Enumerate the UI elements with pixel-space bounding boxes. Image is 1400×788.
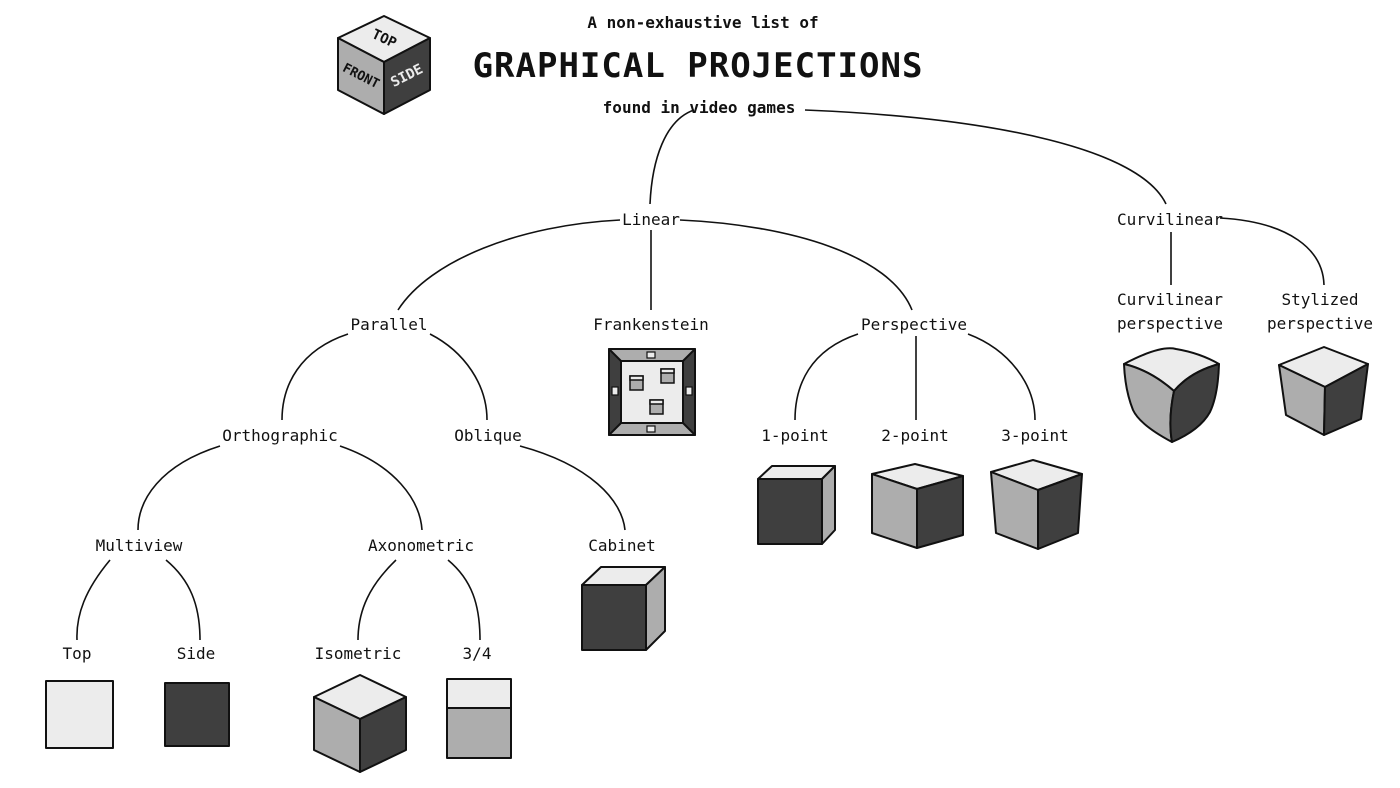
node-axonometric: Axonometric: [368, 536, 474, 555]
frankenstein-room-icon: [608, 348, 696, 436]
isometric-cube-icon: [313, 674, 407, 773]
node-orthographic: Orthographic: [222, 426, 338, 445]
node-curvilinear: Curvilinear: [1117, 210, 1223, 229]
three-quarter-cube-icon: [446, 678, 512, 759]
node-stylized-perspective-line1: Stylized: [1281, 290, 1358, 309]
node-cabinet: Cabinet: [588, 536, 655, 555]
three-point-cube-icon: [990, 459, 1083, 550]
stylized-perspective-cube-icon: [1278, 346, 1369, 436]
curvilinear-perspective-cube-icon: [1123, 347, 1220, 443]
side-view-square-icon: [164, 682, 230, 747]
node-3-point: 3-point: [1001, 426, 1068, 445]
node-isometric: Isometric: [315, 644, 402, 663]
logo-cube-icon: TOP FRONT SIDE: [337, 15, 431, 115]
node-stylized-perspective-line2: perspective: [1267, 314, 1373, 333]
node-2-point: 2-point: [881, 426, 948, 445]
node-1-point: 1-point: [761, 426, 828, 445]
node-frankenstein: Frankenstein: [593, 315, 709, 334]
top-view-square-icon: [45, 680, 114, 749]
page-title: GRAPHICAL PROJECTIONS: [473, 46, 924, 86]
cabinet-cube-icon: [581, 566, 666, 651]
node-perspective: Perspective: [861, 315, 967, 334]
node-oblique: Oblique: [454, 426, 521, 445]
node-three-quarter: 3/4: [463, 644, 492, 663]
node-curvilinear-perspective-line2: perspective: [1117, 314, 1223, 333]
header-line1: A non-exhaustive list of: [587, 13, 818, 32]
header-line3: found in video games: [603, 98, 796, 117]
node-top: Top: [63, 644, 92, 663]
node-side: Side: [177, 644, 216, 663]
tree-connectors: [76, 109, 1325, 641]
node-linear: Linear: [622, 210, 680, 229]
node-curvilinear-perspective-line1: Curvilinear: [1117, 290, 1223, 309]
one-point-cube-icon: [757, 465, 836, 545]
node-multiview: Multiview: [96, 536, 183, 555]
two-point-cube-icon: [871, 463, 964, 549]
node-parallel: Parallel: [350, 315, 427, 334]
